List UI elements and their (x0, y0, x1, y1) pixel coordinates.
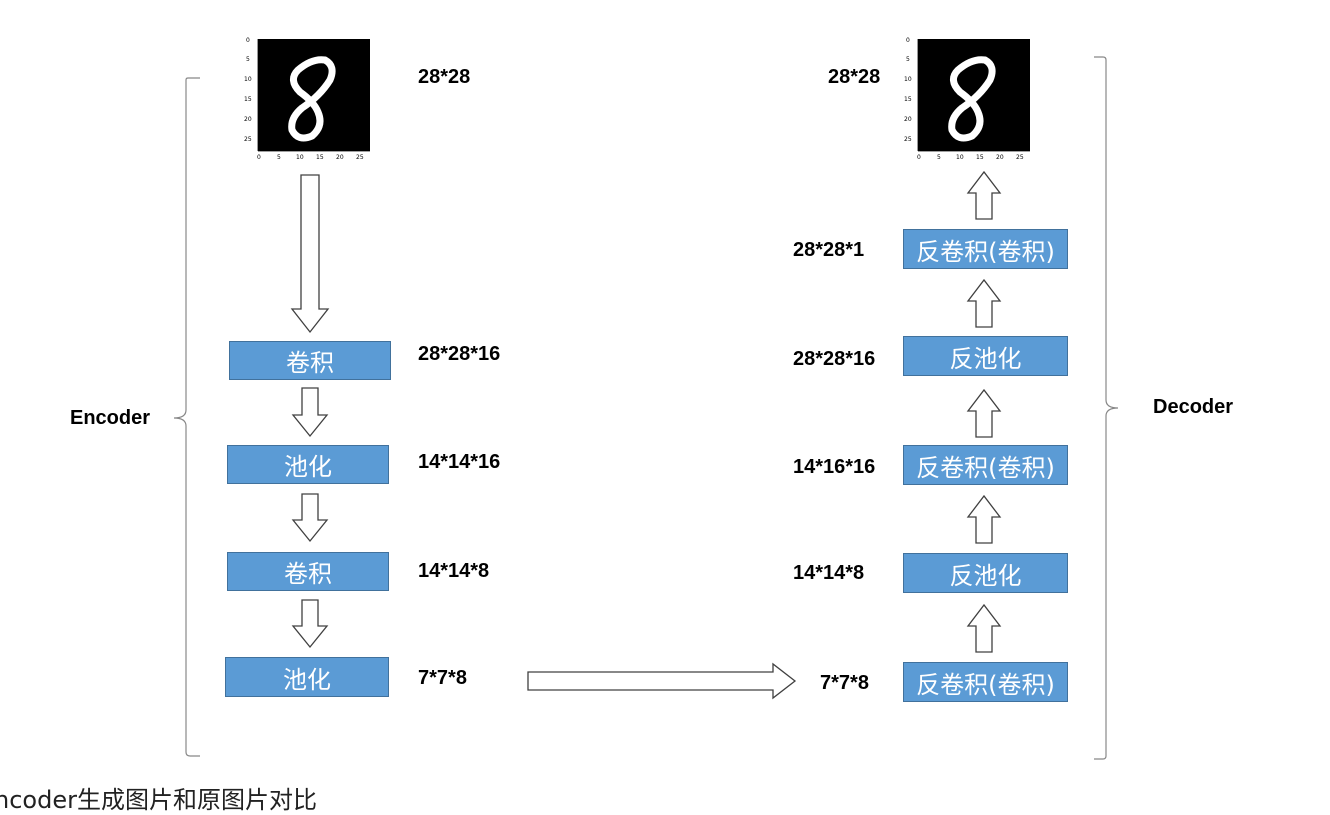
arrow-up-3 (966, 388, 1002, 438)
decoder-label: Decoder (1153, 396, 1234, 418)
arrow-up-4 (966, 494, 1002, 544)
tick-x-10: 10 (296, 154, 304, 161)
tick-x-0: 0 (917, 154, 921, 161)
tick-y-15: 15 (244, 96, 252, 103)
encoder-step-conv1: 卷积 (229, 341, 391, 380)
tick-x-0: 0 (257, 154, 261, 161)
encoder-step-pool2: 池化 (225, 657, 389, 697)
arrow-up-2 (966, 278, 1002, 328)
encoder-input-size: 28*28 (418, 66, 471, 88)
bottom-caption: ncoder生成图片和原图片对比 (0, 786, 317, 814)
tick-x-25: 25 (1016, 154, 1024, 161)
arrow-right (527, 662, 797, 700)
arrow-down-3 (291, 493, 329, 543)
tick-x-5: 5 (937, 154, 941, 161)
tick-y-10: 10 (244, 76, 252, 83)
decoder-output-size: 28*28 (828, 66, 881, 88)
tick-x-20: 20 (336, 154, 344, 161)
decoder-step-deconv-final: 反卷积(卷积) (903, 229, 1068, 269)
tick-y-5: 5 (246, 56, 250, 63)
arrow-down-4 (291, 599, 329, 649)
decoder-step-deconv2: 反卷积(卷积) (903, 445, 1068, 485)
encoder-step-conv2-size: 14*14*8 (418, 560, 490, 582)
encoder-step-conv2: 卷积 (227, 552, 389, 591)
tick-y-20: 20 (244, 116, 252, 123)
diagram-canvas (173, 39, 1119, 760)
tick-x-25: 25 (356, 154, 364, 161)
decoder-step-deconv-final-size: 28*28*1 (793, 239, 865, 261)
arrow-up-1 (966, 170, 1002, 220)
tick-y-5: 5 (906, 56, 910, 63)
encoder-step-conv1-size: 28*28*16 (418, 343, 501, 365)
tick-y-0: 0 (906, 37, 910, 44)
decoder-brace (1094, 56, 1119, 760)
arrow-down-2 (291, 387, 329, 438)
tick-x-5: 5 (277, 154, 281, 161)
decoder-step-unpool1-size: 28*28*16 (793, 348, 876, 370)
tick-x-20: 20 (996, 154, 1004, 161)
decoder-step-unpool2-size: 14*14*8 (793, 562, 865, 584)
encoder-step-pool1-size: 14*14*16 (418, 451, 501, 473)
tick-x-15: 15 (976, 154, 984, 161)
arrow-down-1 (290, 174, 330, 334)
decoder-step-deconv2-size: 14*16*16 (793, 456, 876, 478)
encoder-digit-image (257, 39, 370, 152)
tick-y-10: 10 (904, 76, 912, 83)
decoder-step-unpool2: 反池化 (903, 553, 1068, 593)
encoder-brace (173, 77, 200, 757)
decoder-digit-image (917, 39, 1030, 152)
decoder-step-deconv1: 反卷积(卷积) (903, 662, 1068, 702)
tick-y-20: 20 (904, 116, 912, 123)
tick-y-25: 25 (904, 136, 912, 143)
encoder-label: Encoder (70, 407, 151, 429)
tick-y-0: 0 (246, 37, 250, 44)
encoder-step-pool2-size: 7*7*8 (418, 667, 467, 689)
tick-y-25: 25 (244, 136, 252, 143)
encoder-step-pool1: 池化 (227, 445, 389, 484)
tick-x-10: 10 (956, 154, 964, 161)
decoder-step-unpool1: 反池化 (903, 336, 1068, 376)
arrow-up-5 (966, 603, 1002, 653)
tick-y-15: 15 (904, 96, 912, 103)
decoder-step-deconv1-size: 7*7*8 (820, 672, 869, 694)
tick-x-15: 15 (316, 154, 324, 161)
